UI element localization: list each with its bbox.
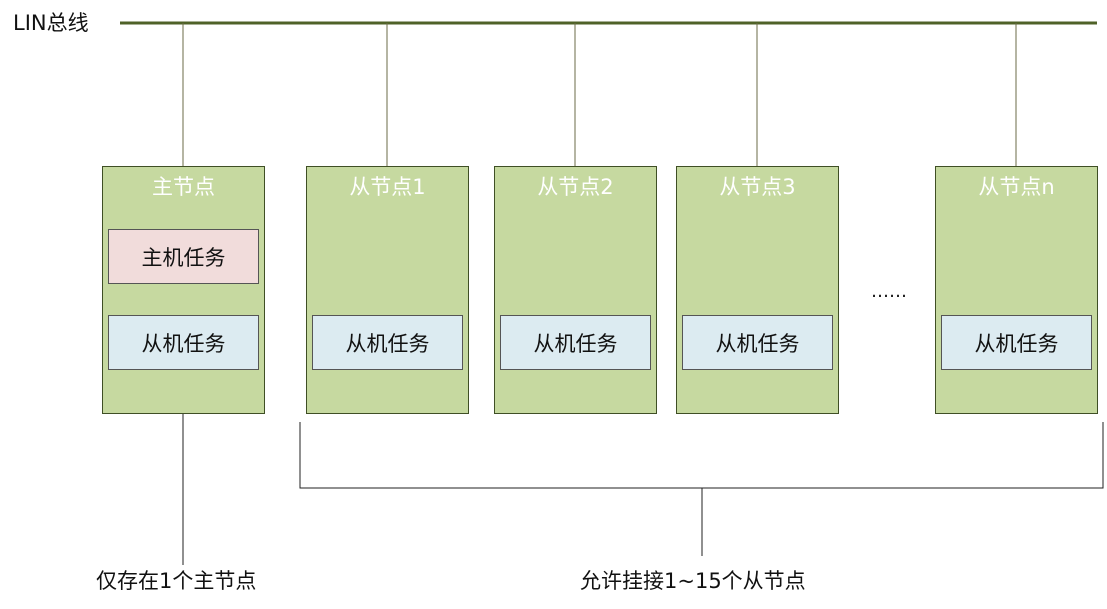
slave-node-1: 从节点1 从机任务 — [306, 166, 469, 414]
slave-node-3-task-box: 从机任务 — [682, 315, 833, 370]
slave-node-n-task-box: 从机任务 — [941, 315, 1092, 370]
slave-node-2-title: 从节点2 — [537, 175, 614, 199]
slave-node-2-task-box: 从机任务 — [500, 315, 651, 370]
ellipsis-label: …… — [871, 281, 907, 302]
master-task-box: 主机任务 — [108, 229, 259, 284]
master-node-title: 主节点 — [152, 175, 215, 199]
slave-node-2: 从节点2 从机任务 — [494, 166, 657, 414]
slave-node-3-title: 从节点3 — [719, 175, 796, 199]
slaves-bracket — [299, 422, 1104, 489]
slave-node-n: 从节点n 从机任务 — [935, 166, 1098, 414]
master-node: 主节点 主机任务 从机任务 — [102, 166, 265, 414]
lin-bus-label: LIN总线 — [13, 11, 89, 35]
slave-node-1-task-box: 从机任务 — [312, 315, 463, 370]
slave-node-n-title: 从节点n — [978, 175, 1055, 199]
slaves-note: 允许挂接1~15个从节点 — [580, 569, 806, 593]
slave-node-1-title: 从节点1 — [349, 175, 426, 199]
master-note: 仅存在1个主节点 — [96, 569, 257, 593]
slave-node-3: 从节点3 从机任务 — [676, 166, 839, 414]
master-slave-task-box: 从机任务 — [108, 315, 259, 370]
